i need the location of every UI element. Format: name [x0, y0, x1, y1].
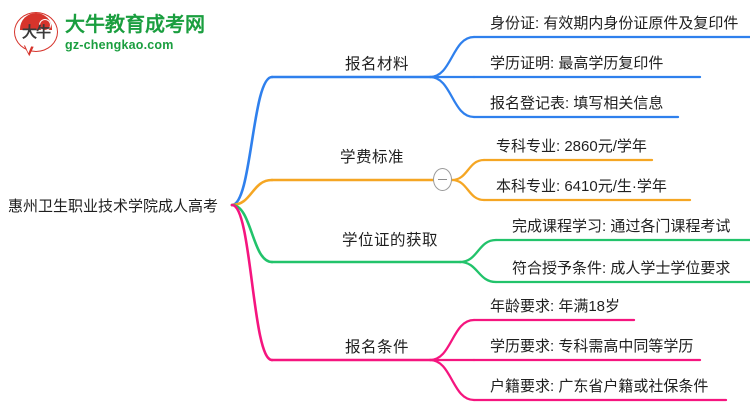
branch-edges-xuefei-biaozhun [230, 158, 692, 207]
leaf-node-zhuanke-zhuanye-xuefei[interactable]: 专科专业: 2860元/学年 [496, 138, 647, 155]
leaf-node-xueli-yaoqiu[interactable]: 学历要求: 专科需高中同等学历 [490, 338, 694, 355]
branch-edges-xuewei-huoqu [230, 203, 750, 284]
logo-wordmark: 大牛教育成考网 gz-chengkao.com [65, 15, 205, 52]
site-logo: 大牛 大牛教育成考网 gz-chengkao.com [14, 8, 205, 60]
collapse-toggle-xuefei-biaozhun[interactable] [433, 168, 452, 191]
branch-edges-baoming-tiaojian [230, 203, 728, 402]
logo-dot-shape [39, 19, 51, 31]
leaf-node-shenfenzheng[interactable]: 身份证: 有效期内身份证原件及复印件 [490, 15, 739, 32]
branch-node-baoming-cailiao[interactable]: 报名材料 [345, 56, 410, 73]
branch-edges-baoming-cailiao [230, 35, 750, 207]
leaf-node-nianling-yaoqiu[interactable]: 年龄要求: 年满18岁 [490, 298, 621, 315]
logo-title: 大牛教育成考网 [65, 14, 205, 37]
leaf-node-baoming-dengjibiao[interactable]: 报名登记表: 填写相关信息 [490, 95, 664, 112]
logo-mark-icon: 大牛 [14, 12, 58, 57]
mindmap-root-node[interactable]: 惠州卫生职业技术学院成人高考 [8, 198, 219, 215]
leaf-node-fuhe-shouyu-tiaojian[interactable]: 符合授予条件: 成人学士学位要求 [512, 260, 731, 277]
leaf-node-huji-yaoqiu[interactable]: 户籍要求: 广东省户籍或社保条件 [490, 378, 709, 395]
branch-node-xuefei-biaozhun[interactable]: 学费标准 [340, 149, 405, 166]
leaf-node-wancheng-kecheng-xuexi[interactable]: 完成课程学习: 通过各门课程考试 [512, 218, 731, 235]
branch-node-baoming-tiaojian[interactable]: 报名条件 [345, 339, 410, 356]
logo-mark-text: 大牛 [21, 24, 51, 41]
branch-node-xuewei-huoqu[interactable]: 学位证的获取 [342, 232, 439, 249]
leaf-node-benke-zhuanye-xuefei[interactable]: 本科专业: 6410元/生·学年 [496, 178, 667, 195]
logo-subtitle-url: gz-chengkao.com [65, 38, 174, 53]
leaf-node-xueli-zhengming[interactable]: 学历证明: 最高学历复印件 [490, 55, 664, 72]
